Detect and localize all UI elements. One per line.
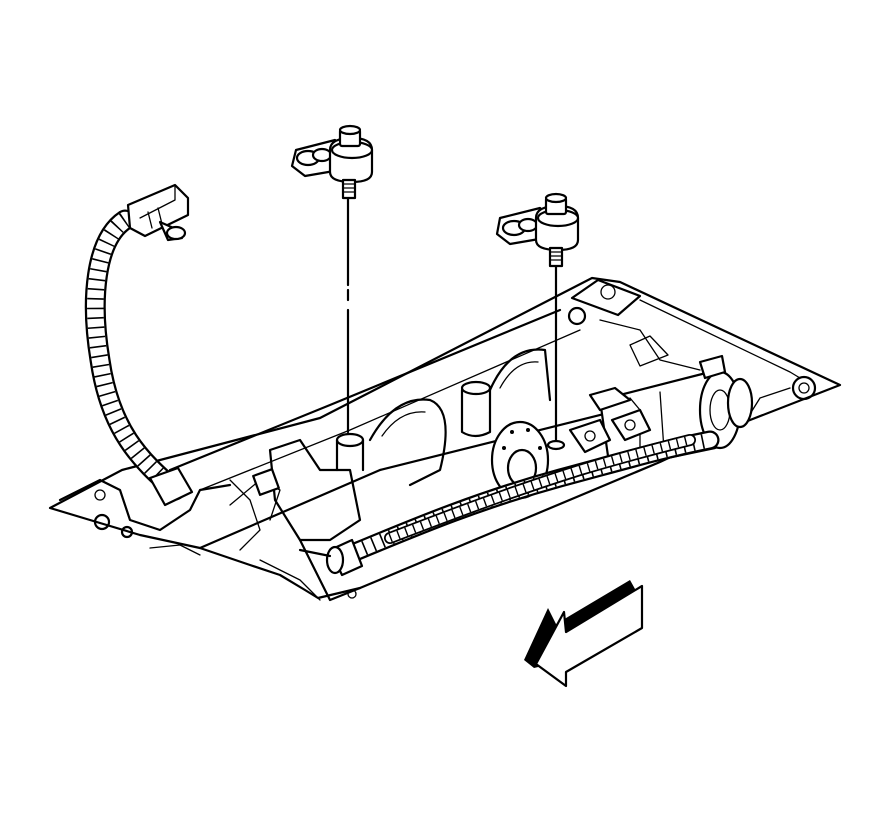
actuator-bracket	[698, 354, 727, 380]
sensor-stud	[341, 178, 357, 200]
sprocket-bracket	[610, 408, 652, 442]
harness-connector	[126, 183, 190, 242]
sprocket-bracket	[568, 418, 612, 454]
valley-rib	[629, 335, 669, 367]
connector-plug	[165, 225, 187, 241]
harness-grommet	[148, 466, 194, 507]
wiring-harness	[84, 209, 720, 577]
valley-wall-inner	[199, 329, 581, 491]
valley-bulkhead	[381, 411, 426, 437]
sensor-bolt-head	[338, 124, 362, 136]
harness-end-fitting	[298, 548, 332, 558]
actuator-band	[659, 391, 665, 451]
connector-ribs	[147, 207, 163, 229]
sensor-bolt-head	[544, 192, 568, 204]
actuator-cap	[726, 377, 754, 429]
knock-sensor	[495, 192, 580, 451]
deck-edge	[639, 299, 801, 379]
block-front-lip	[298, 538, 362, 602]
bolt-hole	[120, 525, 134, 539]
block-front-lip	[259, 559, 321, 601]
valley-rib	[229, 479, 261, 551]
bolt-hole	[93, 513, 111, 531]
bolt-hole	[798, 382, 810, 394]
sensor-thread	[549, 251, 563, 261]
harness-end-fitting	[325, 545, 345, 575]
sensor-mount-hole	[546, 439, 566, 451]
bolt-hole	[791, 375, 817, 401]
block-rear-boss	[570, 278, 642, 317]
knock-sensor	[290, 124, 374, 472]
sensor-thread	[342, 183, 356, 193]
valley-bulkhead	[368, 398, 447, 487]
valley-fitting	[460, 380, 492, 438]
arrow-front-face	[534, 584, 644, 688]
valley-bulkhead	[488, 348, 552, 402]
sensor-mount-boss	[335, 438, 365, 472]
mount-pad	[252, 468, 280, 496]
bolt-hole	[347, 589, 357, 599]
connector-edge	[139, 184, 176, 219]
sensor-connector-socket	[517, 217, 539, 233]
engine-block	[48, 276, 842, 602]
sensor-stud	[548, 246, 564, 268]
bolt-hole	[94, 489, 106, 501]
actuator-bracket	[588, 386, 632, 412]
bolt-hole	[567, 306, 587, 326]
block-casting	[58, 478, 232, 532]
sensor-connector-socket	[311, 147, 333, 163]
valley-bulkhead	[268, 438, 362, 542]
direction-arrow	[524, 580, 644, 688]
block-casting	[149, 544, 201, 556]
sensor-mount-hole	[335, 432, 365, 448]
valley-wall-left	[168, 308, 562, 472]
bolt-hole	[600, 284, 616, 300]
valley-bulkhead	[499, 361, 539, 389]
valley-rib	[599, 319, 701, 371]
